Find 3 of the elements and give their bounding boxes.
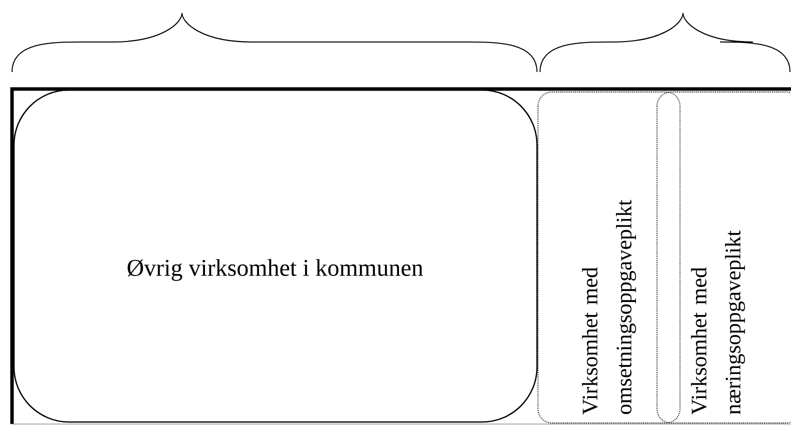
dotted-box: Virksomhet med næringsoppgaveplikt [656,92,791,424]
dotted-box: Virksomhet med omsetningsoppgaveplikt [538,92,680,424]
rounded-box: Øvrig virksomhet i kommunen [13,89,538,423]
